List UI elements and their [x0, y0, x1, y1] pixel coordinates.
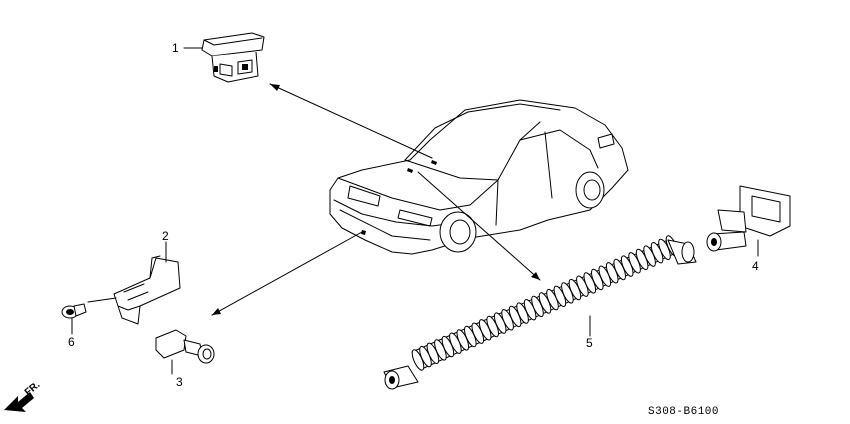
callout-4: 4 — [752, 259, 759, 273]
diagram-part-code: S308-B6100 — [648, 406, 719, 418]
car-illustration — [329, 99, 629, 255]
callout-3: 3 — [176, 375, 183, 389]
callout-5: 5 — [586, 336, 593, 350]
callout-6: 6 — [68, 335, 75, 349]
part-2-bracket — [87, 241, 181, 325]
callout-2: 2 — [162, 229, 169, 243]
part-1-sensor-cap — [183, 32, 265, 83]
callout-numbers: 1 2 3 4 5 6 — [68, 41, 759, 389]
front-direction-indicator: FR. — [4, 379, 42, 412]
callout-1: 1 — [172, 41, 179, 55]
part-4-connector — [706, 185, 791, 257]
front-direction-label: FR. — [23, 379, 43, 398]
leader-arrows — [211, 83, 541, 316]
hose-ribs — [411, 235, 679, 371]
part-3-sensor — [155, 329, 215, 375]
part-5-aspirator-hose — [383, 235, 697, 390]
part-6-bolt — [61, 303, 87, 335]
